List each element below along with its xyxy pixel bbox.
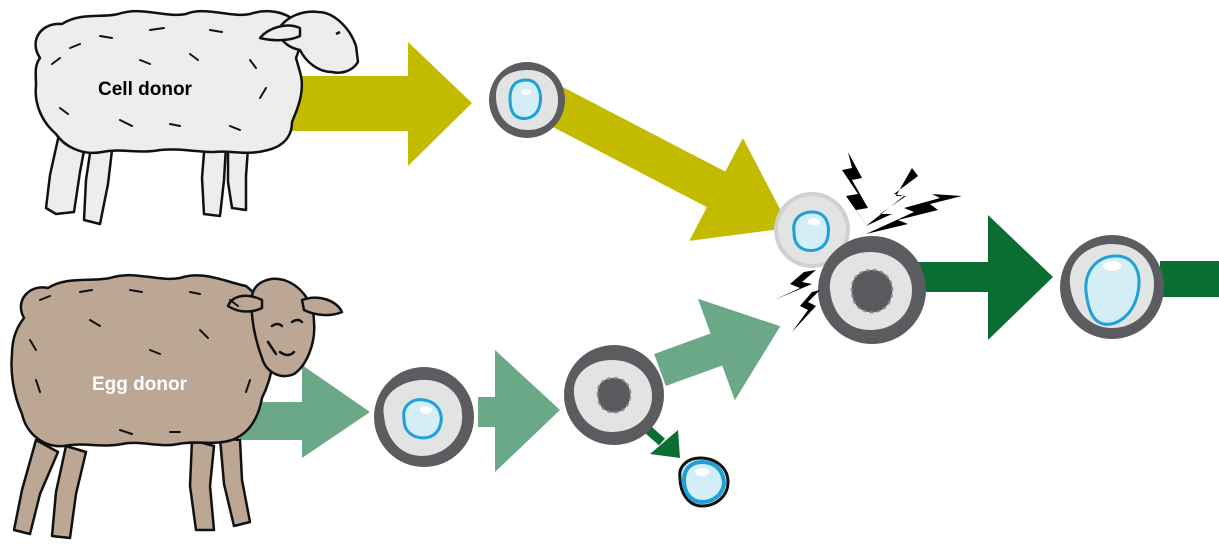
dark-green-arrow-1 — [915, 215, 1053, 340]
nucleus — [1084, 254, 1141, 326]
removed-nucleus — [678, 456, 730, 508]
body-cell — [489, 62, 565, 138]
nucleus — [402, 398, 443, 440]
egg-at-fusion — [818, 236, 926, 344]
green-arrow-1 — [240, 365, 370, 458]
green-arrow-3 — [654, 298, 781, 401]
green-arrow-2 — [478, 350, 560, 472]
brown-sheep-icon — [10, 273, 344, 540]
egg-cell — [374, 367, 474, 467]
egg-donor-label: Egg donor — [92, 374, 188, 395]
dark-green-arrow-tail — [1160, 261, 1219, 297]
lightning-bolt-icon — [774, 152, 962, 332]
nucleus — [792, 210, 830, 252]
donor-cell-at-fusion — [774, 192, 850, 268]
olive-arrow-2 — [542, 86, 790, 241]
olive-arrow-1 — [285, 42, 472, 166]
embryo-cell — [1060, 235, 1164, 339]
white-sheep-icon — [34, 9, 360, 226]
cell-donor-label: Cell donor — [98, 79, 193, 100]
nucleus — [508, 78, 542, 120]
enucleated-egg — [564, 345, 664, 445]
